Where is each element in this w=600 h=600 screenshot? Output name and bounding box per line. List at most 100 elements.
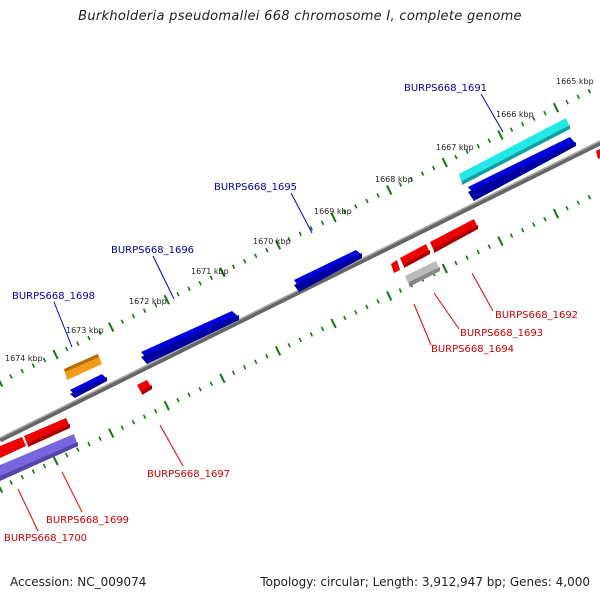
- reverse-scale-tick: [386, 291, 393, 301]
- forward-scale-tick: [142, 308, 147, 314]
- reverse-scale-tick: [142, 414, 147, 420]
- forward-scale-tick: [386, 185, 393, 195]
- gene-1698-orange: [64, 354, 102, 380]
- forward-scale-tick: [153, 302, 158, 308]
- forward-scale-tick: [87, 335, 91, 341]
- forward-scale-tick: [20, 368, 24, 374]
- scale-label-1668: 1668 kbp: [375, 175, 413, 184]
- reverse-scale-tick: [509, 233, 514, 238]
- gene-1694-gray: [405, 261, 440, 285]
- forward-cds-features[interactable]: [70, 137, 576, 398]
- forward-scale-tick: [509, 127, 514, 132]
- reverse-scale-tick: [320, 326, 325, 332]
- forward-scale-tick: [9, 374, 13, 379]
- forward-scale-tick: [330, 212, 337, 223]
- reverse-scale-tick: [265, 354, 269, 359]
- forward-scale-tick: [254, 253, 258, 259]
- forward-scale-tick: [209, 275, 214, 281]
- forward-scale-tick: [343, 209, 347, 215]
- reverse-scale-tick: [454, 260, 458, 266]
- forward-scale-tick: [287, 237, 291, 242]
- scale-label-1667: 1667 kbp: [436, 143, 474, 152]
- highlighted-features[interactable]: [64, 118, 570, 380]
- gene-1694-gray-shade: [409, 267, 440, 287]
- forward-scale-tick: [354, 204, 358, 209]
- forward-scale-tick: [543, 110, 547, 116]
- forward-scale-tick: [441, 157, 448, 168]
- scale-label-1670: 1670 kbp: [253, 237, 291, 246]
- reverse-scale-tick: [343, 315, 347, 321]
- reverse-scale-tick: [120, 425, 125, 430]
- reverse-scale-tick: [497, 236, 504, 247]
- reverse-scale-tick: [487, 244, 492, 249]
- gene-1691-cyan-edge: [462, 125, 570, 185]
- forward-scale-tick: [532, 116, 536, 121]
- cds-1693: [400, 244, 430, 267]
- reverse-scale-tick: [87, 441, 91, 447]
- reverse-scale-ticks: [0, 194, 592, 493]
- cds-1691-blue-shade: [468, 142, 576, 201]
- reverse-scale-tick: [520, 227, 525, 233]
- forward-scale-tick: [309, 226, 314, 231]
- forward-scale-tick: [274, 239, 282, 250]
- cds-1700: [0, 437, 26, 458]
- gene-1691-cyan: [459, 118, 570, 184]
- gene-label-1696: BURPS668_1696: [111, 245, 194, 256]
- gene-1698-orange-edge: [64, 354, 99, 372]
- reverse-scale-tick: [108, 428, 115, 439]
- gene-1700-lavender-shade: [0, 442, 78, 481]
- forward-scale-tick: [454, 154, 458, 160]
- forward-scale-tick: [398, 182, 403, 187]
- forward-scale-tick: [376, 193, 380, 198]
- reverse-scale-tick: [565, 205, 569, 211]
- forward-scale-tick: [52, 349, 59, 360]
- reverse-scale-tick: [163, 400, 170, 411]
- cds-1697: [137, 380, 152, 394]
- genome-summary-text: Topology: circular; Length: 3,912,947 bp…: [260, 575, 590, 589]
- forward-scale-tick: [409, 176, 414, 182]
- scale-label-1674: 1674 kbp: [5, 354, 43, 363]
- gene-label-1698: BURPS668_1698: [12, 291, 95, 302]
- reverse-scale-tick: [465, 255, 469, 260]
- reverse-scale-tick: [552, 208, 560, 219]
- cds-1693-shade: [404, 250, 430, 268]
- scale-label-1671: 1671 kbp: [191, 267, 229, 276]
- reverse-scale-tick: [274, 345, 282, 356]
- forward-scale-tick: [176, 291, 180, 297]
- forward-scale-tick: [576, 94, 580, 100]
- reverse-cds-features[interactable]: [0, 149, 600, 458]
- reverse-scale-tick: [198, 386, 202, 392]
- reverse-scale-tick: [176, 397, 180, 403]
- forward-scale-ticks: [0, 88, 592, 387]
- reverse-scale-tick: [153, 408, 158, 414]
- other-features[interactable]: [0, 261, 440, 481]
- reverse-scale-tick: [231, 370, 236, 376]
- forward-scale-tick: [465, 149, 469, 154]
- scale-labels: 1665 kbp 1666 kbp 1667 kbp 1668 kbp 1669…: [5, 77, 594, 363]
- reverse-scale-tick: [20, 474, 24, 480]
- reverse-scale-tick: [476, 249, 480, 255]
- reverse-scale-tick: [587, 194, 592, 200]
- reverse-scale-tick: [52, 455, 59, 466]
- forward-scale-tick: [565, 99, 569, 105]
- forward-scale-tick: [219, 267, 226, 278]
- forward-scale-tick: [64, 346, 69, 352]
- reverse-scale-tick: [76, 447, 80, 452]
- forward-scale-tick: [476, 143, 480, 149]
- reverse-scale-tick: [543, 216, 547, 222]
- reverse-scale-tick: [576, 200, 580, 206]
- page-title: Burkholderia pseudomallei 668 chromosome…: [78, 9, 522, 24]
- reverse-scale-tick: [309, 332, 314, 337]
- forward-scale-tick: [120, 319, 125, 324]
- cds-1699: [24, 418, 70, 446]
- forward-scale-tick: [131, 313, 136, 319]
- forward-scale-tick: [42, 357, 47, 363]
- gene-label-1699: BURPS668_1699: [46, 515, 129, 526]
- forward-scale-tick: [31, 363, 36, 368]
- gene-label-1694: BURPS668_1694: [431, 344, 514, 355]
- cds-1697-shade: [142, 385, 152, 395]
- cds-1698-blue-shade: [70, 377, 107, 398]
- forward-scale-tick: [520, 121, 525, 127]
- forward-scale-tick: [0, 379, 4, 387]
